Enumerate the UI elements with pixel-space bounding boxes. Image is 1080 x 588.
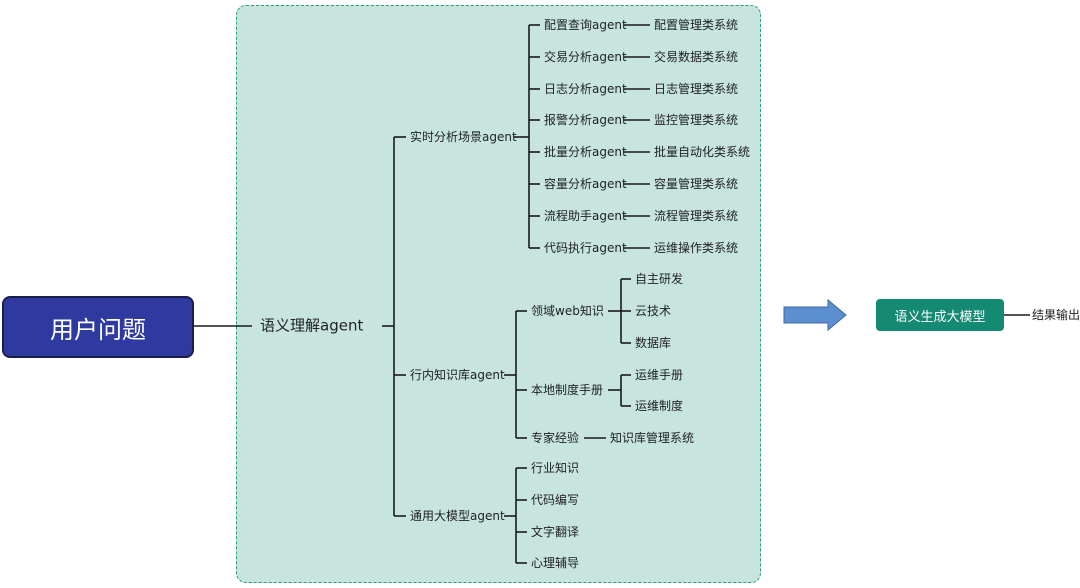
agent-region xyxy=(236,5,761,583)
realtime-agent-item: 流程助手agent xyxy=(544,209,627,223)
general-item: 代码编写 xyxy=(531,493,580,507)
realtime-agent-item: 代码执行agent xyxy=(544,241,627,255)
flow-arrow-icon xyxy=(783,298,847,332)
knowledge-web-child: 数据库 xyxy=(635,336,672,350)
realtime-system-item: 日志管理类系统 xyxy=(654,82,739,96)
realtime-agent-item: 配置查询agent xyxy=(544,18,627,32)
general-item: 心理辅导 xyxy=(531,556,580,570)
semantic-agent-label: 语义理解agent xyxy=(260,316,364,335)
realtime-system-item: 配置管理类系统 xyxy=(654,18,739,32)
knowledge-web-label: 领域web知识 xyxy=(531,304,604,318)
knowledge-local-child: 运维手册 xyxy=(635,368,684,382)
realtime-agent-item: 报警分析agent xyxy=(544,113,627,127)
knowledge-expert-child: 知识库管理系统 xyxy=(610,431,695,445)
generation-model-box: 语义生成大模型 xyxy=(876,299,1004,331)
knowledge-web-child: 自主研发 xyxy=(635,272,684,286)
knowledge-local-child: 运维制度 xyxy=(635,399,684,413)
realtime-system-item: 容量管理类系统 xyxy=(654,177,739,191)
user-question-box: 用户问题 xyxy=(2,296,194,358)
realtime-agent-item: 批量分析agent xyxy=(544,145,627,159)
knowledge-local-label: 本地制度手册 xyxy=(531,383,604,397)
realtime-agent-label: 实时分析场景agent xyxy=(410,130,517,144)
realtime-agent-item: 容量分析agent xyxy=(544,177,627,191)
knowledge-web-child: 云技术 xyxy=(635,304,672,318)
realtime-system-item: 交易数据类系统 xyxy=(654,50,739,64)
realtime-agent-item: 交易分析agent xyxy=(544,50,627,64)
general-item: 行业知识 xyxy=(531,461,580,475)
realtime-system-item: 批量自动化类系统 xyxy=(654,145,751,159)
realtime-system-item: 监控管理类系统 xyxy=(654,113,739,127)
result-output-label: 结果输出 xyxy=(1032,308,1080,322)
knowledge-expert-label: 专家经验 xyxy=(531,431,580,445)
realtime-system-item: 运维操作类系统 xyxy=(654,241,739,255)
general-agent-label: 通用大模型agent xyxy=(410,509,505,523)
realtime-agent-item: 日志分析agent xyxy=(544,82,627,96)
general-item: 文字翻译 xyxy=(531,525,580,539)
realtime-system-item: 流程管理类系统 xyxy=(654,209,739,223)
knowledge-agent-label: 行内知识库agent xyxy=(410,368,505,382)
